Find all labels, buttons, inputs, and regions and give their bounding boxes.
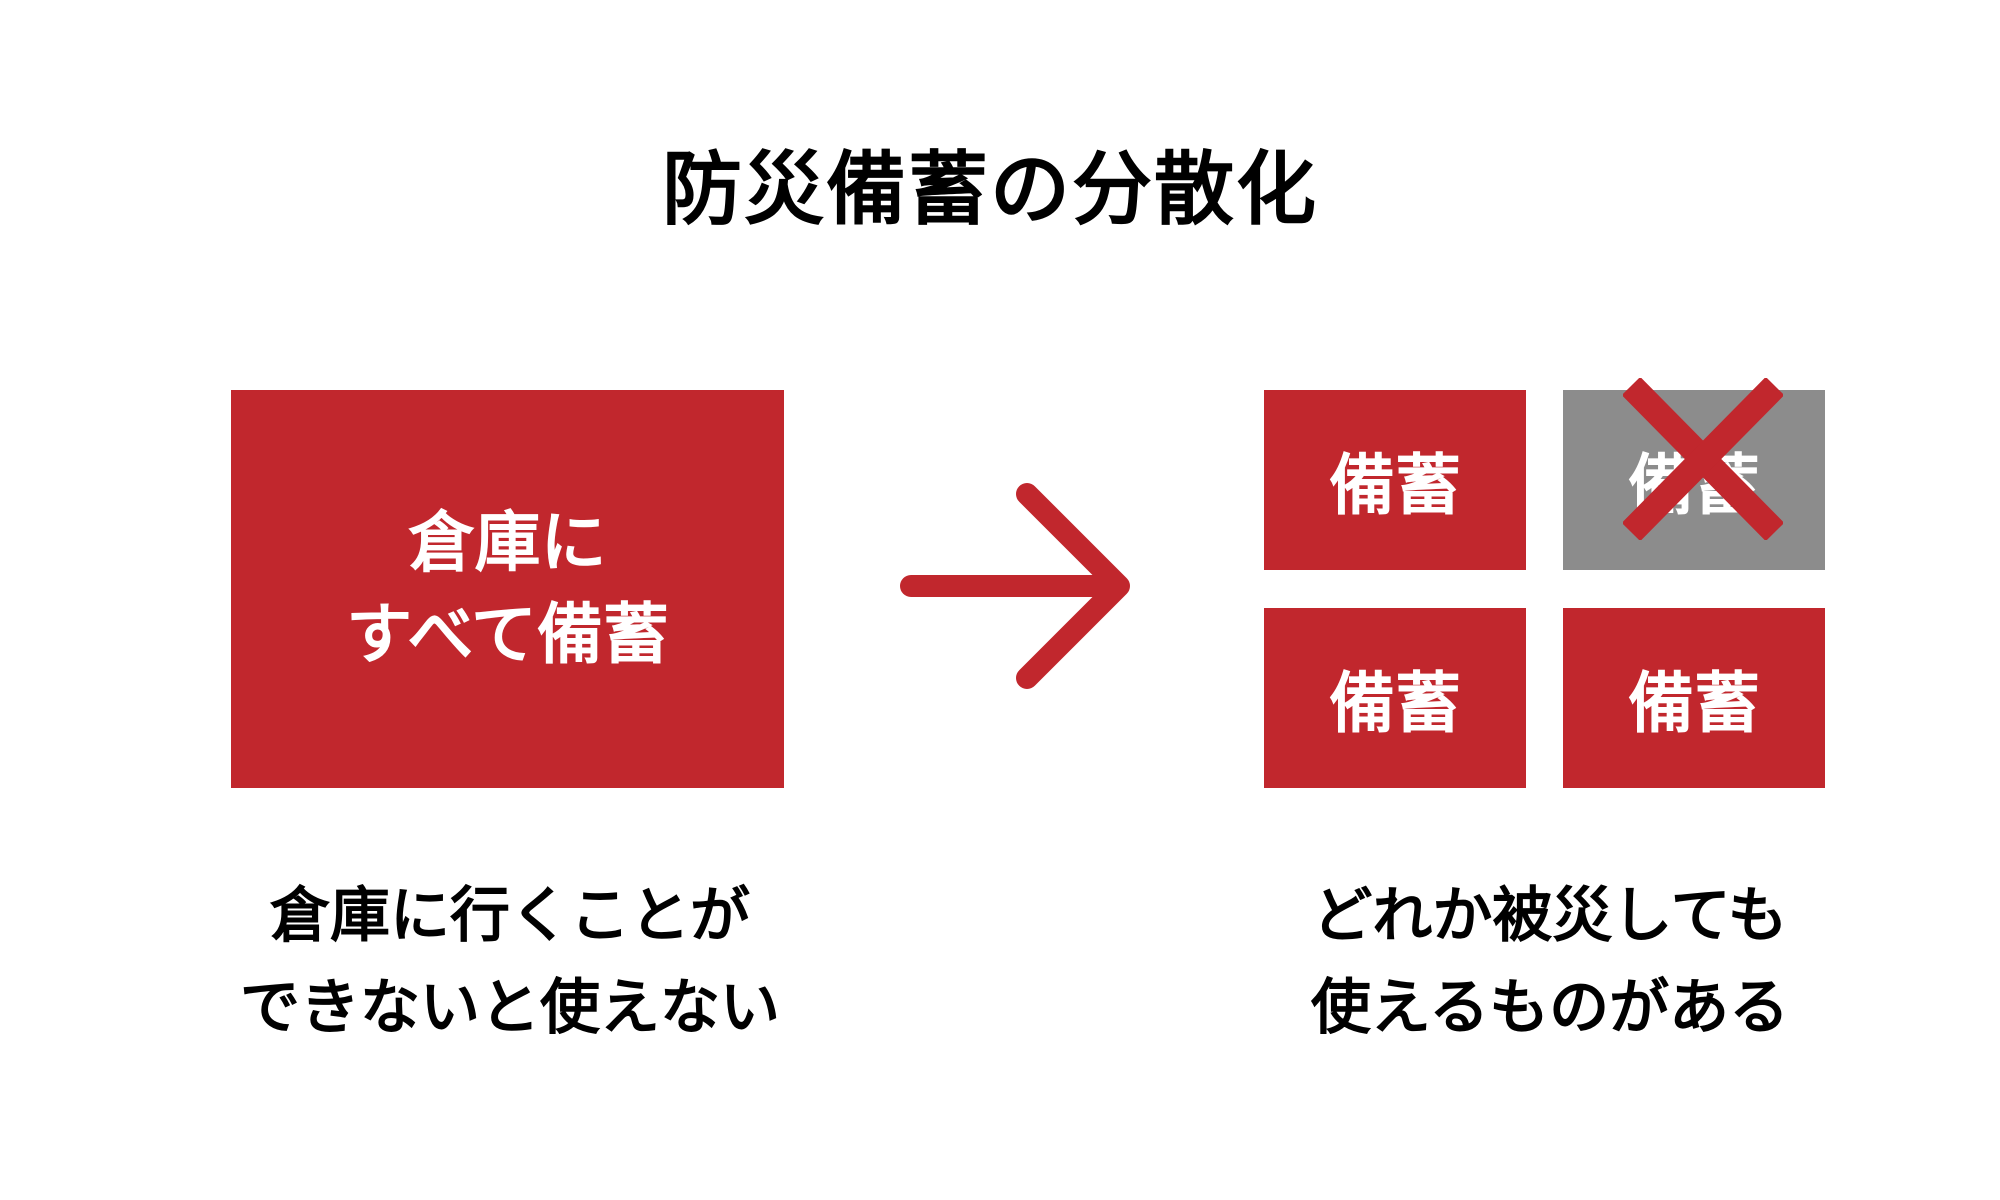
- stockpile-cell-bottom-left: 備蓄: [1264, 608, 1526, 788]
- stockpile-cell-top-left: 備蓄: [1264, 390, 1526, 570]
- left-caption-line-2: できないと使えない: [240, 973, 780, 1043]
- left-caption: 倉庫に行くことが できないと使えない: [200, 870, 820, 1054]
- warehouse-box: 倉庫に すべて備蓄: [231, 390, 784, 788]
- stockpile-cell-bottom-right: 備蓄: [1563, 608, 1825, 788]
- right-caption-line-2: 使えるものがある: [1310, 973, 1790, 1043]
- stockpile-cell-label: 備蓄: [1329, 447, 1461, 524]
- right-caption: どれか被災しても 使えるものがある: [1240, 870, 1860, 1054]
- warehouse-box-line-2: すべて備蓄: [346, 596, 669, 673]
- right-caption-line-1: どれか被災しても: [1312, 881, 1788, 951]
- cross-icon: [1623, 378, 1783, 540]
- warehouse-box-line-1: 倉庫に: [408, 504, 607, 581]
- page-title: 防災備蓄の分散化: [662, 143, 1318, 236]
- stockpile-cell-label: 備蓄: [1329, 665, 1461, 742]
- stockpile-cell-damaged: 備蓄: [1563, 378, 1825, 570]
- stockpile-cell-label: 備蓄: [1628, 665, 1760, 742]
- arrow-right-icon: [900, 483, 1130, 689]
- left-caption-line-1: 倉庫に行くことが: [270, 881, 750, 951]
